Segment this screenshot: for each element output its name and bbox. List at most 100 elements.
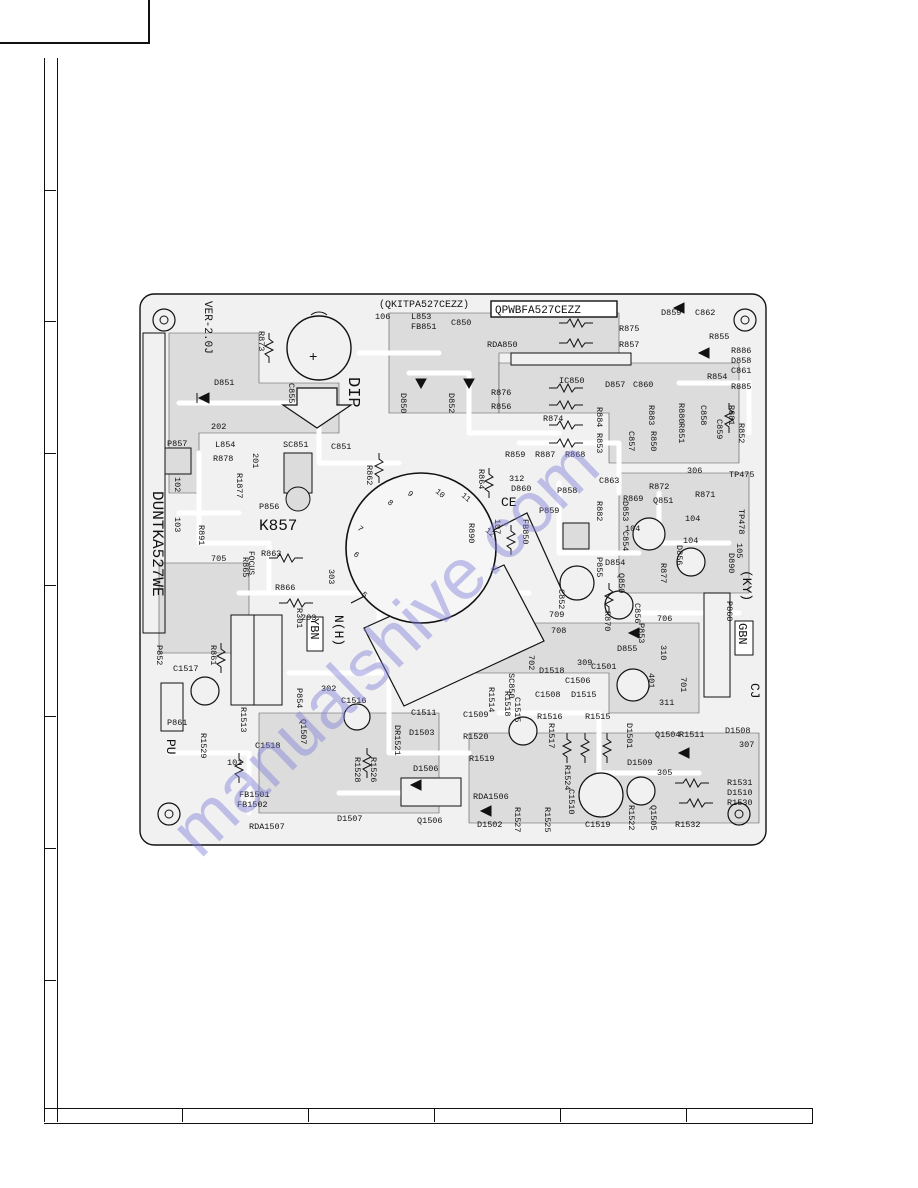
part-label-r890: R890 <box>466 523 476 543</box>
part-label-102: 102 <box>172 477 182 492</box>
q1506-body <box>400 777 462 807</box>
part-label-r873: R873 <box>256 331 266 351</box>
part-label-d855: D855 <box>617 644 637 654</box>
part-label-702: 702 <box>526 655 536 670</box>
part-label-tp478: TP478 <box>736 509 746 535</box>
part-label-r883: R883 <box>646 405 656 425</box>
part-label-r875: R875 <box>619 324 639 334</box>
part-label-401: 401 <box>646 673 656 688</box>
part-label-104: 104 <box>685 514 700 524</box>
part-label-fb851: FB851 <box>411 322 437 332</box>
part-label-r1515: R1515 <box>585 712 611 722</box>
part-label-r882: R882 <box>594 501 604 521</box>
part-label-r877: R877 <box>658 563 668 583</box>
part-label-dr1521: DR1521 <box>392 725 402 756</box>
part-label-c1515: C1515 <box>512 697 522 723</box>
part-label-d1501: D1501 <box>624 723 634 749</box>
part-label-c862: C862 <box>695 308 715 318</box>
part-label-p853: P853 <box>636 623 646 643</box>
part-label-r1528: R1528 <box>352 757 362 783</box>
capacitor-c855 <box>286 315 352 381</box>
part-label-303: 303 <box>326 569 336 584</box>
part-label-r885: R885 <box>731 382 751 392</box>
pcb-board: + <box>139 293 767 846</box>
part-label-706: 706 <box>657 614 672 624</box>
part-label-c861: C861 <box>731 366 751 376</box>
part-label-r851: R851 <box>676 423 686 443</box>
part-label-104: 104 <box>625 524 640 534</box>
part-label-701: 701 <box>678 677 688 692</box>
part-label-d1506: D1506 <box>413 764 439 774</box>
part-label-d890: D890 <box>726 553 736 573</box>
pad-p857 <box>164 447 192 475</box>
header-code: (QKITPA527CEZZ) <box>379 299 469 311</box>
part-label-r872: R872 <box>649 482 669 492</box>
part-label-705: 705 <box>211 554 226 564</box>
dial-pin-5: 5 <box>359 590 369 600</box>
part-label-rda1506: RDA1506 <box>473 792 509 802</box>
part-label-d851: D851 <box>214 378 234 388</box>
part-label-d859: D859 <box>661 308 681 318</box>
part-label-d1507: D1507 <box>337 814 363 824</box>
part-label-r861: R861 <box>208 645 218 665</box>
frame-btick <box>434 1108 435 1122</box>
pwb-code: QPWBFA527CEZZ <box>495 305 581 317</box>
dial-pin-7: 7 <box>355 524 365 534</box>
part-label-r1520: R1520 <box>463 732 489 742</box>
part-label-r1532: R1532 <box>675 820 701 830</box>
part-label-r852: R852 <box>736 423 746 443</box>
frame-btick <box>182 1108 183 1122</box>
part-label-d850: D850 <box>398 393 408 413</box>
part-label-r862: R862 <box>364 465 374 485</box>
part-label-c1518: C1518 <box>255 741 281 751</box>
part-label-r868: R868 <box>565 450 585 460</box>
mounting-holes <box>152 308 757 826</box>
part-label-p861: P861 <box>167 718 187 728</box>
part-label-q1504: Q1504 <box>655 730 681 740</box>
part-label-c1501: C1501 <box>591 662 617 672</box>
part-label-r870: R870 <box>602 611 612 631</box>
pad-p858 <box>562 522 590 550</box>
part-label-p859: P859 <box>539 506 559 516</box>
part-label-r887: R887 <box>535 450 555 460</box>
part-label-p854: P854 <box>294 688 304 708</box>
frame-btick <box>560 1108 561 1122</box>
part-label-r891: R891 <box>196 525 206 545</box>
frame-tick <box>44 585 56 586</box>
part-label-q850: Q850 <box>616 573 626 593</box>
ic850-body <box>510 352 632 366</box>
part-label-r878: R878 <box>213 454 233 464</box>
label-ce: CE <box>501 495 517 510</box>
dial-pin-8: 8 <box>385 498 395 508</box>
label-gbn: GBN <box>735 623 749 645</box>
sc851-body <box>283 452 313 494</box>
part-label-q851: Q851 <box>653 496 673 506</box>
part-label-312: 312 <box>509 474 524 484</box>
part-label-r881: R881 <box>726 405 736 425</box>
block-r301 <box>253 614 283 706</box>
part-label-d852: D852 <box>446 393 456 413</box>
frame-btick <box>686 1108 687 1122</box>
part-label-c1519: C1519 <box>585 820 611 830</box>
part-label-p855: P855 <box>594 557 604 577</box>
part-label-p860: P860 <box>724 601 734 621</box>
part-label-307: 307 <box>739 740 754 750</box>
part-label-c1517: C1517 <box>173 664 199 674</box>
part-label-r1516: R1516 <box>537 712 563 722</box>
part-label-r869: R869 <box>623 494 643 504</box>
part-label-r1529: R1529 <box>198 733 208 759</box>
part-label-d1508: D1508 <box>725 726 751 736</box>
part-label-d857: D857 <box>605 380 625 390</box>
part-label-c854: C854 <box>620 531 630 551</box>
part-label-q1506: Q1506 <box>417 816 443 826</box>
frame-tick <box>44 190 56 191</box>
part-label-c860: C860 <box>633 380 653 390</box>
part-label-q1505: Q1505 <box>648 805 658 831</box>
part-label-310: 310 <box>658 645 668 660</box>
part-label-p858: P858 <box>557 486 577 496</box>
part-label-r866: R866 <box>275 583 295 593</box>
part-label-c859: C859 <box>714 419 724 439</box>
part-label-d853: D853 <box>620 501 630 521</box>
part-label-311: 311 <box>659 698 674 708</box>
part-label-201: 201 <box>250 453 260 468</box>
